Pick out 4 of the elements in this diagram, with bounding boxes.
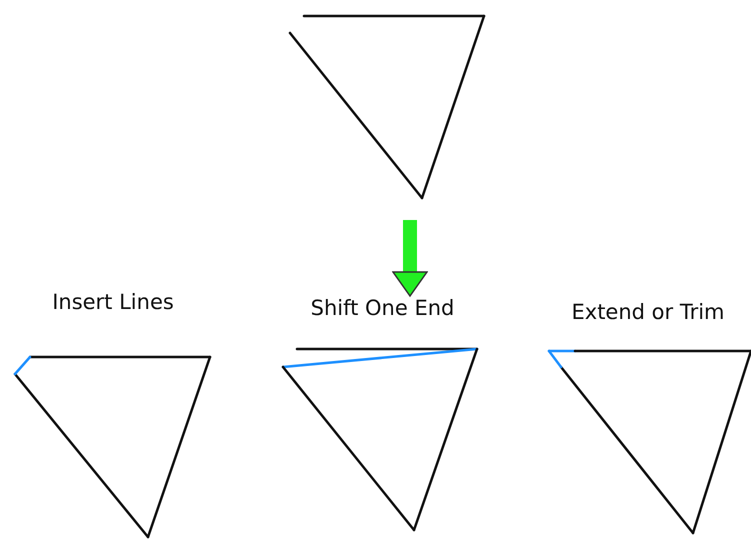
panel-heading: Shift One End: [310, 296, 456, 320]
down-arrow: [392, 220, 428, 297]
panel-heading: Insert Lines: [51, 290, 175, 314]
panel-heading: Extend or Trim: [570, 300, 726, 324]
